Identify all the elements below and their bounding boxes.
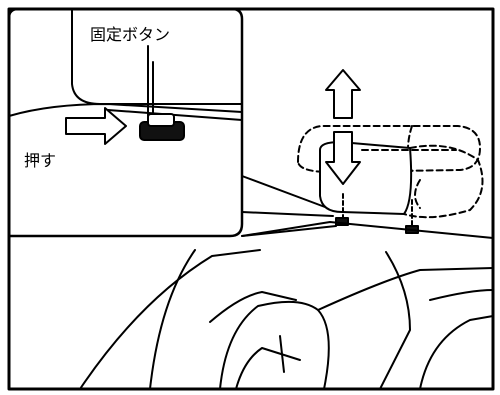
inset-headrest-edge (71, 8, 243, 105)
headrest-side-curve (414, 179, 421, 209)
headrest-raised-outline (297, 125, 481, 173)
callout-pointer-line-bottom (241, 211, 334, 217)
seat-cushion-inner (235, 347, 301, 390)
seat-left-contour (79, 249, 261, 390)
seatback-top-edge-back (241, 225, 337, 237)
headrest-side (403, 144, 484, 219)
seat-right-back (379, 251, 411, 390)
seatback-top-edge (241, 221, 494, 239)
push-label: 押す (24, 151, 57, 170)
lock-button-label: 固定ボタン (90, 25, 171, 44)
seat-right-panel (429, 289, 494, 301)
up-arrow-icon (325, 69, 361, 119)
push-arrow-icon (65, 107, 127, 145)
inset-seatback-edge (107, 109, 243, 121)
seat-left-edge (149, 249, 196, 390)
seat-right-panel-low (419, 315, 494, 390)
callout-pointer-line-top (241, 175, 334, 211)
seat-stitch-line (279, 335, 285, 373)
seat-left-inner (209, 291, 297, 323)
seat-center-divider (317, 267, 494, 311)
lock-button-knob (139, 113, 185, 141)
outer-frame (7, 7, 495, 391)
down-arrow-icon (325, 131, 361, 185)
inset-seatback-top (8, 103, 243, 117)
inset-callout-box (7, 7, 244, 238)
seat-cushion-left (219, 300, 330, 390)
stay-base-left (335, 217, 349, 226)
